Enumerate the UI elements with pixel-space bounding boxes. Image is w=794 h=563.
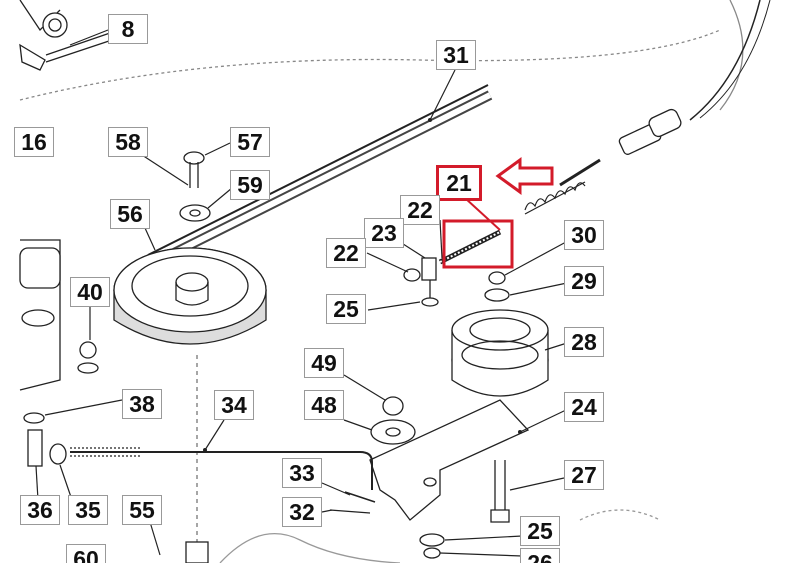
part-label-22-upper: 22 (400, 195, 440, 225)
part-21-highlight (442, 219, 514, 269)
arrow-left-icon (495, 157, 554, 195)
part-label-33: 33 (282, 458, 322, 488)
part-label-59: 59 (230, 170, 270, 200)
part-label-29: 29 (564, 266, 604, 296)
part-label-56: 56 (110, 199, 150, 229)
part-label-25-upper: 25 (326, 294, 366, 324)
part-label-31: 31 (436, 40, 476, 70)
part-label-23: 23 (364, 218, 404, 248)
part-label-38: 38 (122, 389, 162, 419)
part-label-27: 27 (564, 460, 604, 490)
part-label-16: 16 (14, 127, 54, 157)
part-label-24: 24 (564, 392, 604, 422)
part-label-26: 26 (520, 548, 560, 563)
part-label-60: 60 (66, 544, 106, 563)
part-label-22-lower: 22 (326, 238, 366, 268)
part-label-49: 49 (304, 348, 344, 378)
part-label-21: 21 (436, 165, 482, 201)
part-label-58: 58 (108, 127, 148, 157)
part-label-8: 8 (108, 14, 148, 44)
part-label-55: 55 (122, 495, 162, 525)
part-label-34: 34 (214, 390, 254, 420)
part-label-30: 30 (564, 220, 604, 250)
part-label-32: 32 (282, 497, 322, 527)
part-label-28: 28 (564, 327, 604, 357)
part-label-36: 36 (20, 495, 60, 525)
part-label-35: 35 (68, 495, 108, 525)
part-label-57: 57 (230, 127, 270, 157)
part-label-40: 40 (70, 277, 110, 307)
part-label-48: 48 (304, 390, 344, 420)
part-label-25-lower: 25 (520, 516, 560, 546)
